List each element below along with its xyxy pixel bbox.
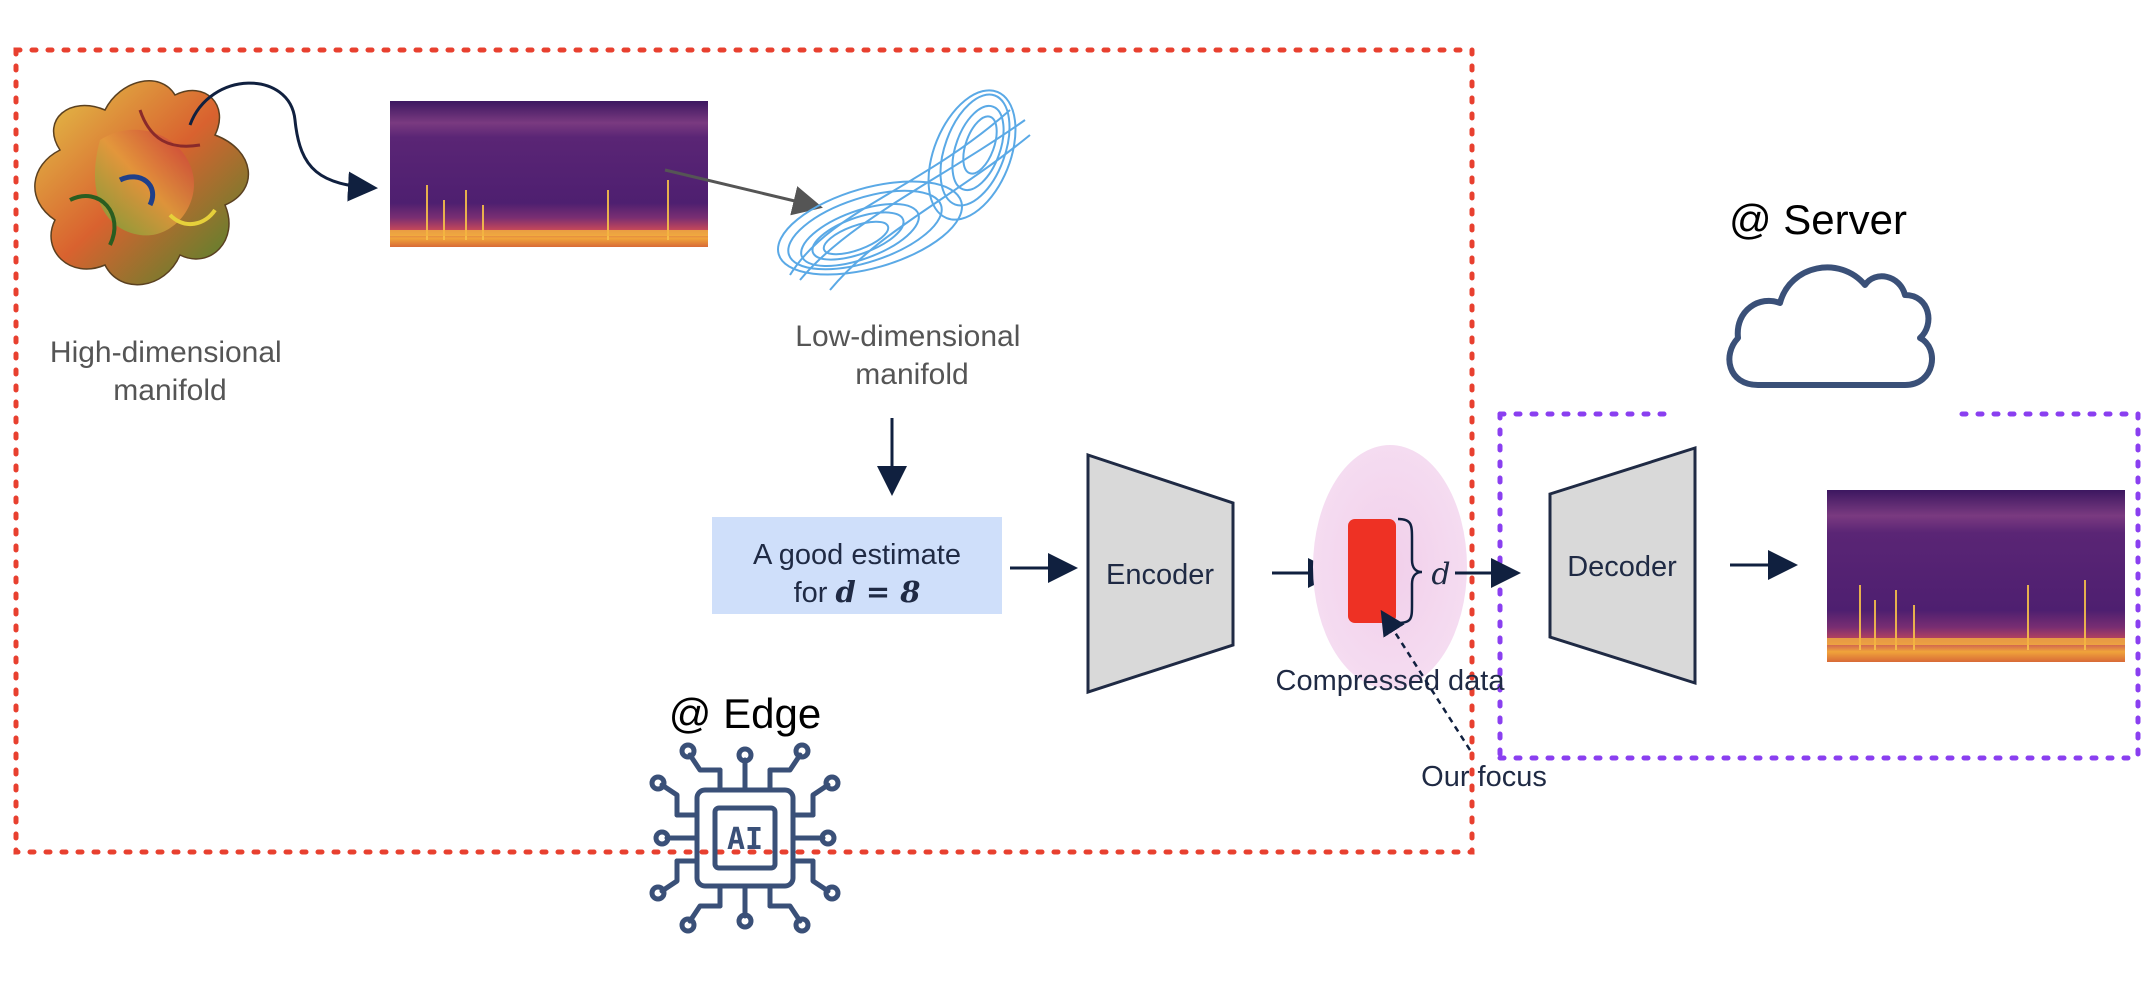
spectrogram-to-attractor-arrow xyxy=(664,168,823,216)
decoder-label: Decoder xyxy=(1567,551,1677,583)
encoder-label: Encoder xyxy=(1106,559,1214,591)
latent-brace xyxy=(1397,517,1423,625)
our-focus-pointer xyxy=(1380,609,1472,751)
cloud-icon xyxy=(1726,264,1935,388)
server-label: @ Server xyxy=(1729,196,1907,243)
manifold-surface-image xyxy=(34,80,250,286)
compressed-latent-block xyxy=(1348,519,1396,623)
estimate-line1: A good estimate xyxy=(753,539,961,571)
ai-chip-label: AI xyxy=(727,822,763,857)
estimate-box xyxy=(712,517,1002,614)
estimate-line2: for d = 8 xyxy=(794,575,921,609)
server-region-border xyxy=(1497,411,2141,761)
output-spectrogram-image xyxy=(1827,490,2125,662)
decoder-block xyxy=(1548,445,1697,686)
low-dimensional-manifold-label: Low-dimensional manifold xyxy=(795,320,1028,391)
our-focus-label: Our focus xyxy=(1421,761,1547,793)
edge-region-border xyxy=(13,47,1475,855)
high-dimensional-manifold-label: High-dimensional manifold xyxy=(50,336,290,407)
edge-label: @ Edge xyxy=(669,690,821,737)
lorenz-attractor-image xyxy=(777,89,1031,291)
manifold-to-spectrogram-arrow xyxy=(188,81,378,202)
encoder-block xyxy=(1086,452,1235,695)
ai-chip-icon xyxy=(649,742,841,934)
input-spectrogram-image xyxy=(390,101,708,247)
latent-dimension-symbol: d xyxy=(1431,557,1450,592)
compressed-data-label: Compressed data xyxy=(1276,665,1506,697)
